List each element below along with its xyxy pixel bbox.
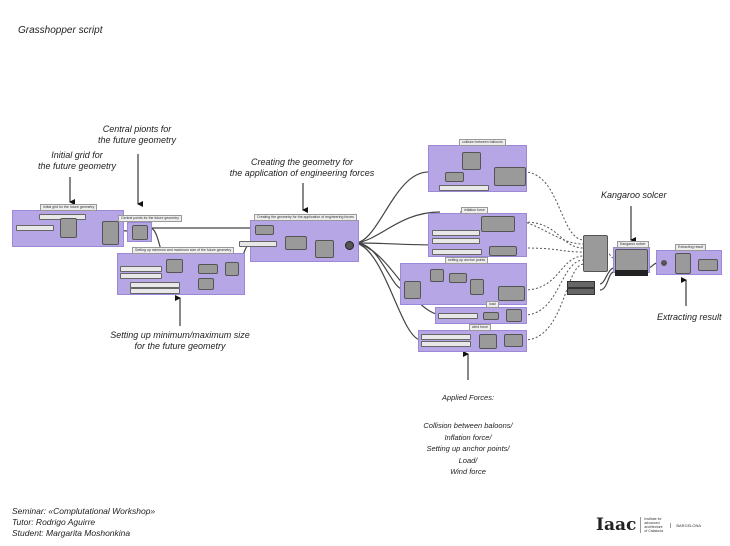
group-creating-geometry[interactable]: Creating the geometry for the applicatio… (239, 214, 359, 262)
component[interactable] (449, 273, 467, 283)
component[interactable] (479, 334, 497, 349)
merge-component[interactable] (583, 235, 608, 272)
component[interactable] (504, 334, 523, 347)
force-anchor: Setting up anchor points/ (426, 444, 510, 453)
component[interactable] (494, 167, 526, 186)
group-collision[interactable]: collision between balloons (428, 139, 527, 192)
component[interactable] (198, 278, 214, 290)
component[interactable] (489, 246, 517, 256)
component[interactable] (675, 253, 691, 274)
group-label: load (486, 301, 499, 308)
group-central-points[interactable]: Central points for the future geometry (118, 215, 182, 242)
applied-forces-list: Collision between baloons/ Inflation for… (423, 420, 512, 478)
component[interactable] (225, 262, 239, 276)
group-label: setting up anchor points (445, 257, 489, 264)
relay-node[interactable] (661, 260, 667, 266)
force-inflation: Inflation force/ (444, 432, 492, 442)
slider[interactable] (120, 273, 162, 279)
reset-toggle[interactable] (567, 281, 595, 288)
group-label: Central points for the future geometry (118, 215, 182, 222)
group-label: Setting up minimum and maximum size of t… (132, 247, 235, 254)
slider[interactable] (438, 313, 478, 319)
group-label: Kangaroo solver (617, 241, 649, 248)
group-kangaroo-solver[interactable]: Kangaroo solver (613, 241, 650, 276)
component[interactable] (470, 279, 484, 295)
enable-toggle[interactable] (567, 288, 595, 295)
slider[interactable] (432, 238, 480, 244)
footer-student: Student: Margarita Moshonkina (12, 528, 131, 538)
group-initial-grid[interactable]: Initial grid for the future geometry (12, 204, 124, 247)
component[interactable] (198, 264, 218, 274)
group-min-max[interactable]: Setting up minimum and maximum size of t… (117, 247, 245, 295)
slider[interactable] (439, 185, 489, 191)
group-extracting-result[interactable]: Extracting result (656, 244, 722, 275)
component[interactable] (315, 240, 334, 258)
logo-city: BARCELONA (670, 522, 701, 528)
component[interactable] (483, 312, 499, 320)
logo-mark: Iaac (596, 515, 637, 535)
slider[interactable] (432, 249, 482, 255)
group-load[interactable]: load (435, 301, 527, 324)
component[interactable] (102, 221, 119, 245)
force-wind: Wind force (450, 467, 486, 476)
data-wires (459, 171, 615, 341)
footer-seminar: Seminar: «Complutational Workshop» (12, 506, 156, 516)
slider[interactable] (120, 266, 162, 272)
component[interactable] (462, 152, 481, 170)
force-load: Load/ (458, 455, 478, 465)
slider[interactable] (432, 230, 480, 236)
preview-component[interactable] (698, 259, 718, 271)
slider[interactable] (16, 225, 54, 231)
slider[interactable] (130, 282, 180, 288)
footer-tutor: Tutor: Rodrigo Aguirre (12, 517, 96, 527)
group-label: collision between balloons (459, 139, 506, 146)
force-collision: Collision between baloons/ (423, 421, 513, 430)
component[interactable] (404, 281, 421, 299)
applied-forces-title: Applied Forces: (441, 393, 495, 402)
group-wind[interactable]: wind force (418, 324, 527, 352)
component[interactable] (166, 259, 183, 273)
component[interactable] (481, 216, 515, 232)
annotation-kangaroo: Kangaroo solcer (601, 190, 667, 200)
slider[interactable] (239, 241, 277, 247)
slider[interactable] (130, 288, 180, 294)
annotation-extracting: Extracting result (657, 312, 722, 322)
group-label: Initial grid for the future geometry (40, 204, 98, 211)
iaac-logo: Iaac Institute for advanced architecture… (596, 515, 701, 535)
page-title: Grasshopper script (18, 25, 103, 36)
reset-button[interactable] (615, 270, 648, 276)
component[interactable] (498, 286, 525, 301)
logo-text: Institute for advanced architecture of C… (640, 517, 666, 533)
component[interactable] (60, 218, 77, 238)
slider[interactable] (421, 341, 471, 347)
component[interactable] (255, 225, 274, 235)
slider[interactable] (421, 334, 471, 340)
group-label: inflation force (461, 207, 488, 214)
group-label: Creating the geometry for the applicatio… (254, 214, 357, 221)
annotation-arrows (69, 154, 687, 380)
group-label: wind force (469, 324, 491, 331)
group-anchor-points[interactable]: setting up anchor points (400, 257, 527, 305)
group-label: Extracting result (675, 244, 707, 251)
component[interactable] (445, 172, 464, 182)
component[interactable] (430, 269, 444, 282)
component[interactable] (506, 309, 522, 322)
solver-component[interactable] (615, 249, 648, 272)
group-inflation[interactable]: inflation force (428, 207, 527, 257)
component[interactable] (285, 236, 307, 250)
component[interactable] (132, 225, 148, 240)
relay-node[interactable] (345, 241, 354, 250)
